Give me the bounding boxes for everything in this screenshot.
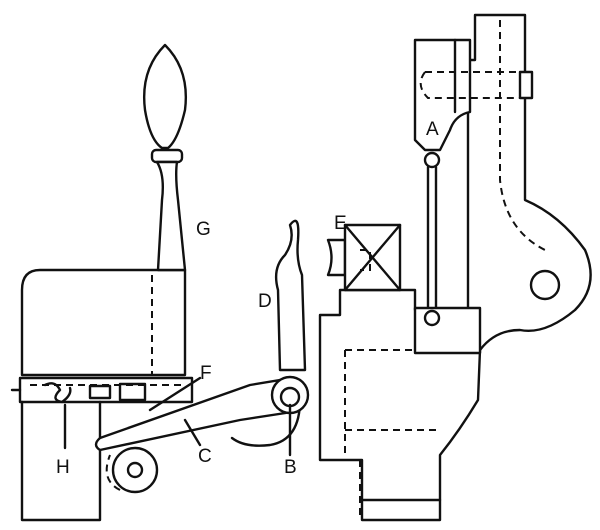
spring-h xyxy=(43,382,72,404)
left-housing xyxy=(10,268,194,522)
latch-d xyxy=(274,219,307,372)
part-e xyxy=(326,223,402,292)
label-c: C xyxy=(198,446,212,467)
hook xyxy=(230,398,302,447)
label-g: G xyxy=(196,219,211,240)
lever-c xyxy=(94,375,310,494)
lower-block xyxy=(413,306,482,355)
vertical-rod xyxy=(426,165,438,312)
main-frame xyxy=(318,13,592,522)
block-a xyxy=(413,38,534,169)
handle-g xyxy=(143,43,187,272)
label-d: D xyxy=(258,291,272,312)
leader-lines xyxy=(63,376,292,457)
label-e: E xyxy=(334,213,347,234)
label-h: H xyxy=(56,457,70,478)
mounting-hole xyxy=(529,269,561,301)
label-a: A xyxy=(426,119,439,140)
label-f: F xyxy=(200,363,212,384)
label-b: B xyxy=(284,457,297,478)
